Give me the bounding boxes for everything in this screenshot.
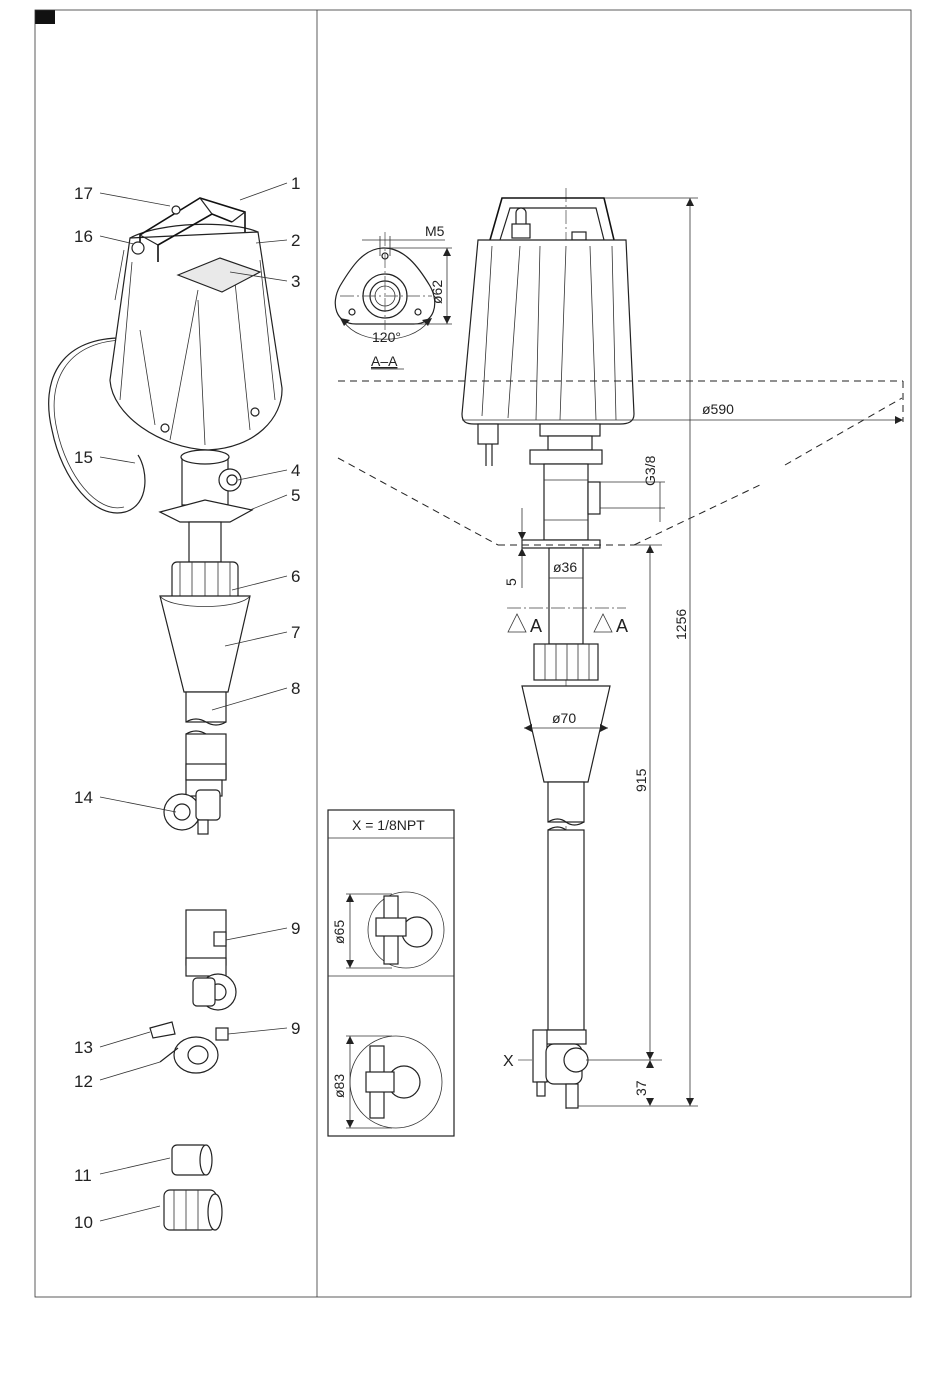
callout-6: 6 <box>291 567 300 586</box>
elevation-handle <box>490 198 614 240</box>
dim-angle-120: 120° <box>372 329 401 345</box>
exploded-view: 1 2 3 4 5 6 7 8 9 9 10 11 12 13 14 15 16… <box>49 174 301 1232</box>
plug-screw-lower <box>216 1028 228 1040</box>
dim-d70: ø70 <box>552 710 576 726</box>
callout-12: 12 <box>74 1072 93 1091</box>
plug-screw-upper <box>214 932 226 946</box>
riser-tube <box>186 692 226 722</box>
callout-8: 8 <box>291 679 300 698</box>
callout-9a: 9 <box>291 919 300 938</box>
elevation-view: ø590 G3/8 5 ø36 A A ø70 915 <box>338 188 903 1112</box>
cut-a-left: A <box>530 616 542 636</box>
seal-tape-roll <box>174 1037 218 1073</box>
dim-g38: G3/8 <box>642 455 658 486</box>
dim-d83: ø83 <box>331 1074 347 1098</box>
detail-box-title: X = 1/8NPT <box>352 817 425 833</box>
callout-4: 4 <box>291 461 300 480</box>
dim-915: 915 <box>633 768 649 792</box>
callout-3: 3 <box>291 272 300 291</box>
elevation-tube-lower <box>548 830 584 1030</box>
detail-box-x: X = 1/8NPT ø65 ø83 <box>328 810 454 1136</box>
section-label: A–A <box>371 353 398 369</box>
dim-d590: ø590 <box>702 401 734 417</box>
elevation-discharge <box>588 482 600 514</box>
callout-11: 11 <box>74 1166 92 1185</box>
callout-1: 1 <box>291 174 300 193</box>
discharge-port <box>219 469 241 491</box>
dim-5: 5 <box>503 578 519 586</box>
dim-37: 37 <box>633 1080 649 1096</box>
callout-2: 2 <box>291 231 300 250</box>
hood-outline-left <box>338 458 498 545</box>
elevation-flange <box>522 540 600 548</box>
dim-m5: M5 <box>425 223 445 239</box>
cut-a-right: A <box>616 616 628 636</box>
page-corner-marker <box>35 10 55 24</box>
callout-10: 10 <box>74 1213 93 1232</box>
housing-screw <box>172 206 180 214</box>
callout-16: 16 <box>74 227 93 246</box>
foot-valve <box>164 794 200 830</box>
elevation-foot-valve <box>533 1030 547 1082</box>
x-marker: X <box>503 1053 514 1070</box>
callout-14: 14 <box>74 788 93 807</box>
elevation-neck <box>544 464 588 540</box>
drawing-frame <box>35 10 911 1297</box>
nipple <box>150 1022 175 1038</box>
callout-5: 5 <box>291 486 300 505</box>
elevation-union-nut <box>534 644 598 680</box>
callout-17: 17 <box>74 184 93 203</box>
elevation-motor <box>462 240 634 424</box>
callout-15: 15 <box>74 448 93 467</box>
callout-13: 13 <box>74 1038 93 1057</box>
section-a-a: M5 ø62 120° A–A <box>335 223 452 369</box>
elevation-cone <box>522 686 610 782</box>
dim-d65: ø65 <box>331 920 347 944</box>
mounting-flange <box>160 500 252 522</box>
callout-7: 7 <box>291 623 300 642</box>
motor-housing <box>110 232 282 450</box>
hood-outline-right <box>785 398 902 465</box>
callout-9b: 9 <box>291 1019 300 1038</box>
dim-1256: 1256 <box>673 609 689 640</box>
dim-d36: ø36 <box>553 559 577 575</box>
dim-d62: ø62 <box>429 280 445 304</box>
suction-cone <box>160 596 250 692</box>
